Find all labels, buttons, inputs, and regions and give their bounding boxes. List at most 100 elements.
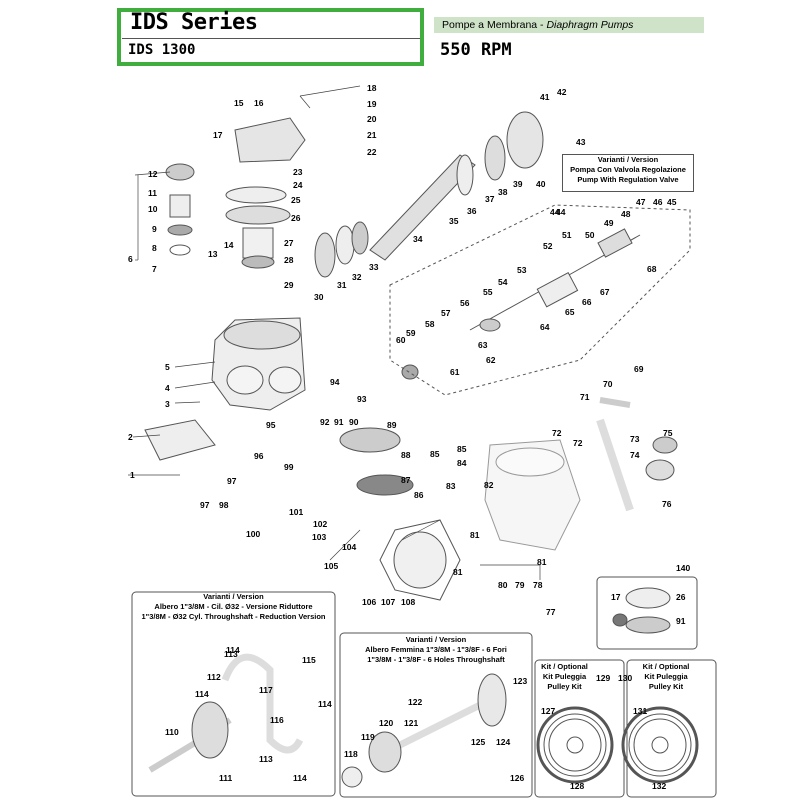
part-label: 75 xyxy=(663,428,673,438)
part-label: 99 xyxy=(284,462,294,472)
reduction-callout: Varianti / Version Albero 1"3/8M - Cil. … xyxy=(132,592,335,630)
part-label: 97 xyxy=(200,500,210,510)
pulley-kit-130-callout: Kit / Optional Kit Puleggia Pulley Kit xyxy=(636,662,696,698)
part-label: 26 xyxy=(291,213,301,223)
part-label: 81 xyxy=(470,530,480,540)
part-label: 83 xyxy=(446,481,456,491)
part-label: 85 xyxy=(457,444,467,454)
rpm-label: 550 RPM xyxy=(440,40,512,60)
part-label: 69 xyxy=(634,364,644,374)
part-label: 113 xyxy=(224,649,238,659)
part-label: 42 xyxy=(557,87,567,97)
part-label: 4 xyxy=(165,383,170,393)
part-label: 37 xyxy=(485,194,495,204)
part-label: 114 xyxy=(293,773,307,783)
part-label: 132 xyxy=(652,781,666,791)
part-label: 9 xyxy=(152,224,157,234)
part-label: 63 xyxy=(478,340,488,350)
part-label: 48 xyxy=(621,209,631,219)
part-label: 118 xyxy=(344,749,358,759)
part-label: 119 xyxy=(361,732,375,742)
part-label: 74 xyxy=(630,450,640,460)
part-label: 67 xyxy=(600,287,610,297)
part-label: 12 xyxy=(148,169,158,179)
category-it: Pompe a Membrana - xyxy=(442,19,547,31)
part-label: 89 xyxy=(387,420,397,430)
part-label: 105 xyxy=(324,561,338,571)
part-label: 46 xyxy=(653,197,663,207)
category-en: Diaphragm Pumps xyxy=(546,19,634,31)
part-label: 120 xyxy=(379,718,393,728)
callout-line: Varianti / Version xyxy=(405,635,467,644)
kit-number-129: 129 xyxy=(596,673,610,683)
category-band: Pompe a Membrana - Diaphragm Pumps xyxy=(434,17,704,33)
title-frame xyxy=(117,8,424,66)
part-label: 116 xyxy=(270,715,284,725)
part-label: 127 xyxy=(541,706,555,716)
part-label: 93 xyxy=(357,394,367,404)
part-label: 106 xyxy=(362,597,376,607)
callout-line: Albero 1"3/8M - Cil. Ø32 - Versione Ridu… xyxy=(154,602,313,611)
callout-line: Pump With Regulation Valve xyxy=(577,175,679,184)
part-label: 66 xyxy=(582,297,592,307)
kit-number-140: 140 xyxy=(676,563,690,573)
part-label: 8 xyxy=(152,243,157,253)
part-label: 97 xyxy=(227,476,237,486)
part-label: 95 xyxy=(266,420,276,430)
model-name: IDS 1300 xyxy=(128,42,196,58)
part-label: 80 xyxy=(498,580,508,590)
part-label: 70 xyxy=(603,379,613,389)
part-label: 31 xyxy=(337,280,347,290)
regulation-valve-callout: Varianti / Version Pompa Con Valvola Reg… xyxy=(562,154,694,192)
part-label: 91 xyxy=(334,417,344,427)
part-label: 19 xyxy=(367,99,377,109)
part-label: 55 xyxy=(483,287,493,297)
part-label: 5 xyxy=(165,362,170,372)
part-label: 117 xyxy=(259,685,273,695)
part-label: 87 xyxy=(401,475,411,485)
part-label: 104 xyxy=(342,542,356,552)
part-label: 15 xyxy=(234,98,244,108)
part-label: 110 xyxy=(165,727,179,737)
part-label: 17 xyxy=(611,592,621,602)
part-label: 33 xyxy=(369,262,379,272)
part-label: 79 xyxy=(515,580,525,590)
part-label: 124 xyxy=(496,737,510,747)
callout-line: 1"3/8M - 1"3/8F - 6 Holes Throughshaft xyxy=(367,655,505,664)
callout-line: Pompa Con Valvola Regolazione xyxy=(570,165,686,174)
part-label: 24 xyxy=(293,180,303,190)
part-label: 91 xyxy=(676,616,686,626)
part-label: 78 xyxy=(533,580,543,590)
part-label: 73 xyxy=(630,434,640,444)
part-label: 115 xyxy=(302,655,316,665)
part-label: 22 xyxy=(367,147,377,157)
part-label: 51 xyxy=(562,230,572,240)
part-label: 90 xyxy=(349,417,359,427)
callout-line: 1"3/8M - Ø32 Cyl. Throughshaft - Reducti… xyxy=(141,612,326,621)
title-divider xyxy=(122,38,420,39)
callout-line: Kit / Optional xyxy=(642,662,690,671)
part-label: 114 xyxy=(318,699,332,709)
part-label: 92 xyxy=(320,417,330,427)
part-label: 47 xyxy=(636,197,646,207)
part-label: 128 xyxy=(570,781,584,791)
part-label: 59 xyxy=(406,328,416,338)
part-label: 34 xyxy=(413,234,423,244)
part-label: 86 xyxy=(414,490,424,500)
part-label: 94 xyxy=(330,377,340,387)
part-label: 88 xyxy=(401,450,411,460)
part-label: 81 xyxy=(537,557,547,567)
part-label: 112 xyxy=(207,672,221,682)
part-label: 108 xyxy=(401,597,415,607)
part-label: 54 xyxy=(498,277,508,287)
part-label: 121 xyxy=(404,718,418,728)
part-label: 13 xyxy=(208,249,218,259)
callout-line: Kit Puleggia xyxy=(644,672,688,681)
part-label: 23 xyxy=(293,167,303,177)
part-label: 39 xyxy=(513,179,523,189)
part-label: 21 xyxy=(367,130,377,140)
callout-line: Pulley Kit xyxy=(547,682,582,691)
part-label: 101 xyxy=(289,507,303,517)
part-label: 71 xyxy=(580,392,590,402)
part-label: 2 xyxy=(128,432,133,442)
